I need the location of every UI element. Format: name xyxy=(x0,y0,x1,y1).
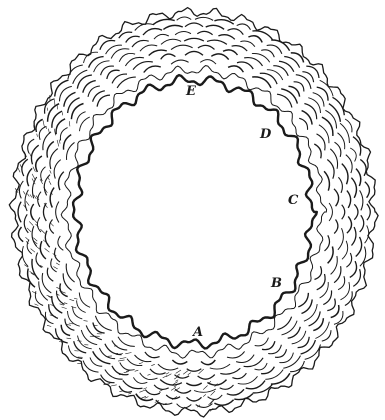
label-c: C xyxy=(288,193,299,208)
label-b: B xyxy=(270,276,282,291)
label-e: E xyxy=(185,84,197,99)
label-a: A xyxy=(191,325,203,340)
label-d: D xyxy=(259,127,272,142)
